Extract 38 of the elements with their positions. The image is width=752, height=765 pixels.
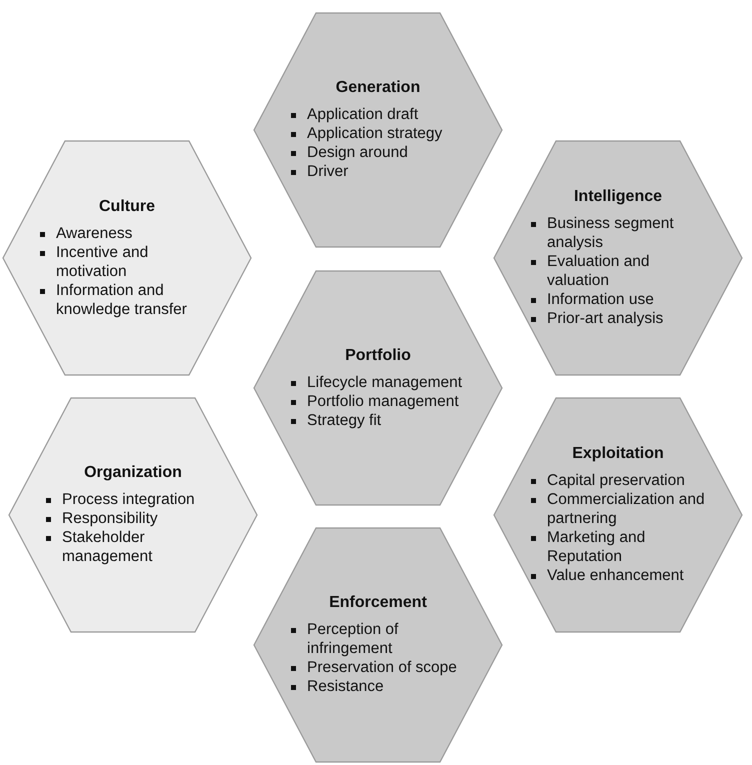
bullet-item: Responsibility (62, 509, 159, 528)
hexagon-heading: Portfolio (345, 346, 411, 364)
bullet-item: Capital preservation (547, 471, 686, 490)
hexagon (2, 140, 252, 376)
bullet-item: Perception of infringement (307, 620, 400, 658)
hexagon (253, 12, 503, 248)
bullet-item: Preservation of scope (307, 658, 458, 677)
hexagon-heading: Intelligence (574, 188, 662, 206)
hexagon-heading: Organization (84, 464, 182, 482)
bullet-item: Information use (547, 290, 655, 309)
hexagon (493, 397, 743, 633)
bullet-item: Strategy fit (307, 410, 382, 430)
bullet-item: Commercialization and partnering (547, 490, 706, 528)
hexagon-heading: Generation (336, 79, 420, 97)
bullet-item: Value enhancement (547, 566, 685, 585)
hexagon-heading: Exploitation (572, 445, 664, 463)
bullet-item: Resistance (307, 677, 385, 696)
bullet-item: Design around (307, 143, 409, 162)
bullet-item: Incentive and motivation (56, 242, 150, 280)
hexagon-heading: Culture (99, 198, 155, 216)
bullet-item: Marketing and Reputation (547, 528, 646, 566)
hexagon (253, 270, 503, 506)
bullet-item: Information and knowledge transfer (56, 280, 188, 318)
bullet-item: Process integration (62, 490, 196, 509)
bullet-item: Evaluation and valuation (547, 252, 651, 290)
bullet-item: Application strategy (307, 124, 444, 143)
bullet-item: Lifecycle management (307, 372, 464, 392)
bullet-item: Application draft (307, 105, 420, 124)
bullet-item: Stakeholder management (62, 528, 154, 566)
bullet-item: Driver (307, 162, 350, 181)
bullet-item: Portfolio management (307, 392, 460, 410)
hexagon (253, 527, 503, 763)
bullet-item: Awareness (56, 224, 134, 242)
hexagon (493, 140, 743, 376)
hexagon (8, 397, 258, 633)
hexagon-heading: Enforcement (329, 594, 427, 612)
bullet-item: Prior-art analysis (547, 309, 664, 328)
bullet-item: Business segment analysis (547, 214, 675, 252)
